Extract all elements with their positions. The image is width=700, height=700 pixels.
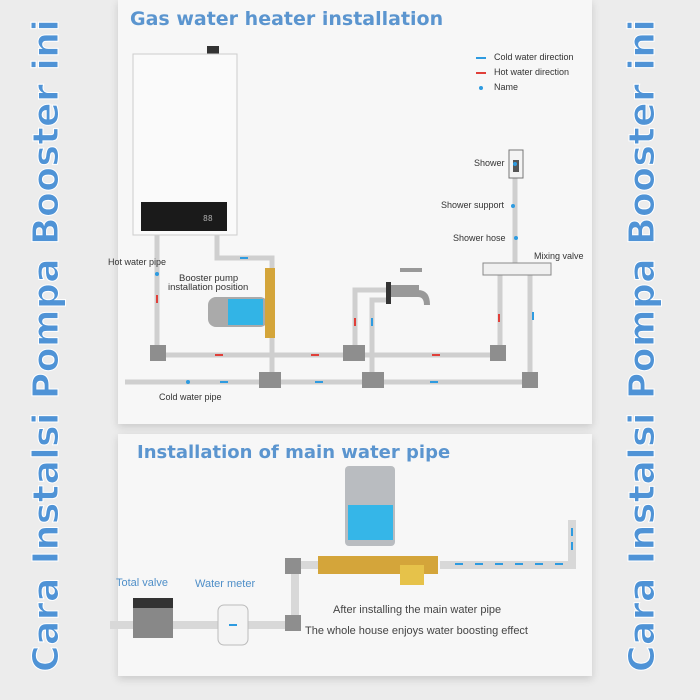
caption-line-1: After installing the main water pipe [333, 604, 502, 616]
label-cold-water-pipe: Cold water pipe [159, 392, 222, 402]
water-meter [217, 604, 249, 646]
legend-hot: Hot water direction [476, 65, 574, 80]
legend-name: Name [476, 80, 574, 95]
label-total-valve: Total valve [116, 577, 168, 589]
main-pipe-title: Installation of main water pipe [137, 442, 451, 463]
total-valve [133, 598, 173, 638]
label-booster-pump: Booster pump [179, 273, 239, 284]
legend-cold: Cold water direction [476, 50, 574, 65]
faucet [386, 268, 430, 305]
label-shower-support: Shower support [441, 200, 505, 210]
caption-line-2: The whole house enjoys water boosting ef… [305, 625, 528, 637]
label-water-meter: Water meter [195, 578, 256, 590]
mixing-valve-shower [482, 149, 552, 276]
booster-pump-small [208, 268, 275, 338]
booster-pump-large [318, 466, 438, 585]
gas-heater-title: Gas water heater installation [130, 8, 444, 30]
cold-arrow-icon [476, 56, 486, 59]
gas-water-heater: 88 [132, 46, 238, 236]
label-shower-hose: Shower hose [453, 233, 506, 243]
legend: Cold water direction Hot water direction… [476, 50, 574, 95]
label-mixing-valve: Mixing valve [534, 251, 584, 261]
hot-arrow-icon [476, 71, 486, 74]
label-installation-position: installation position [168, 282, 249, 293]
label-hot-water-pipe: Hot water pipe [108, 257, 167, 267]
name-dot-icon [479, 85, 483, 90]
label-shower: Shower [474, 158, 505, 168]
heater-display: 88 [203, 214, 213, 223]
